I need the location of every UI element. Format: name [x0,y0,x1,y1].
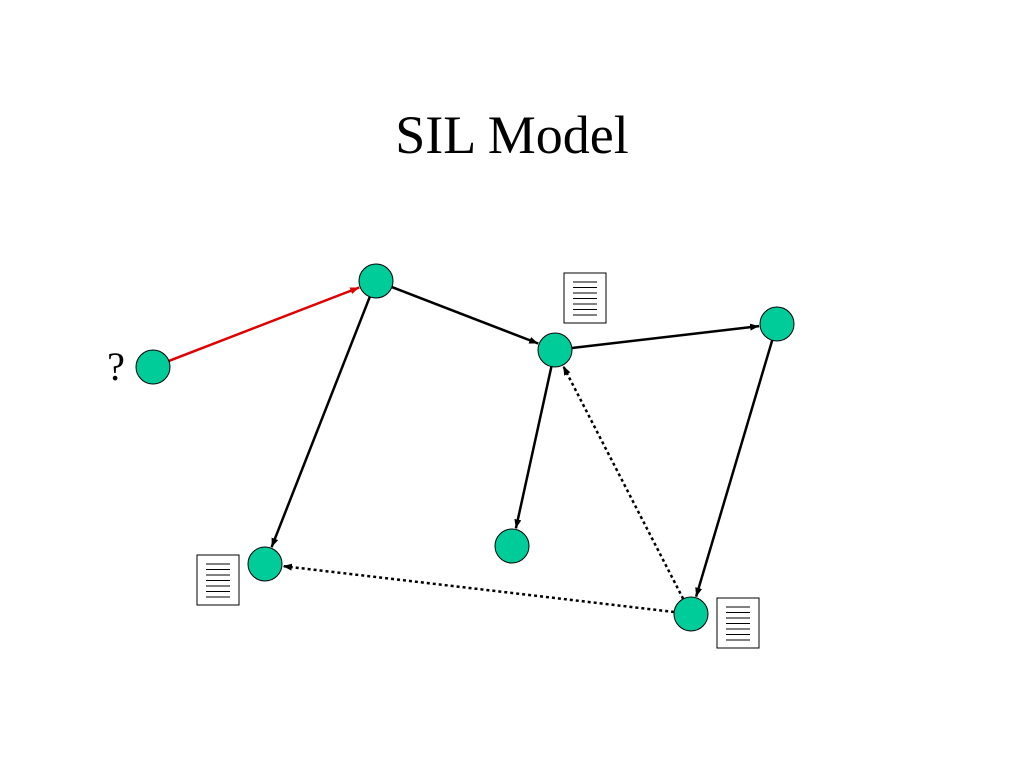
edge-n1-to-n5 [270,296,371,548]
node-n5 [247,546,283,582]
document-icon [196,554,240,606]
slide-title: SIL Model [395,105,629,165]
edge-n2-to-n4 [514,366,553,529]
node-query [135,349,171,385]
edge-n6-to-n2 [562,365,685,600]
document-icon [563,272,607,324]
edges [168,285,774,614]
documents [196,272,760,649]
query-label: ? [107,344,125,389]
edge-n1-to-n2 [391,285,539,345]
edge-query-to-n1 [168,286,360,363]
node-n3 [759,306,795,342]
edge-n2-to-n3 [571,323,760,350]
edge-n3-to-n6 [694,339,774,598]
node-n6 [673,596,709,632]
node-n1 [358,263,394,299]
document-icon [716,597,760,649]
nodes [135,263,795,632]
node-n2 [537,332,573,368]
edge-n6-to-n5 [282,563,675,614]
node-n4 [494,528,530,564]
